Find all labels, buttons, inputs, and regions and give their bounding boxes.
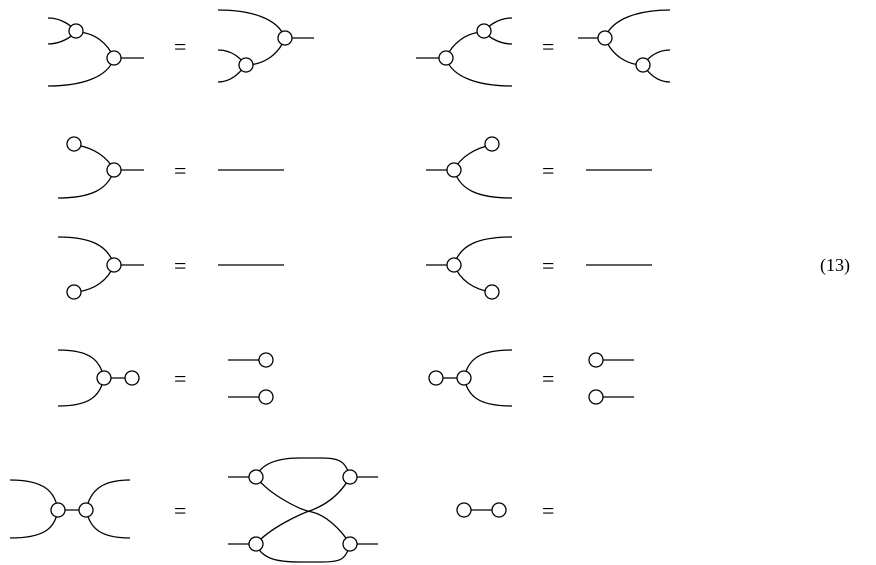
multiplication-then-counit bbox=[57, 349, 140, 407]
equals-sign: = bbox=[542, 366, 555, 391]
equals-sign: = bbox=[542, 498, 555, 523]
equals-sign: = bbox=[174, 366, 187, 391]
right-counit-diagram bbox=[426, 236, 513, 300]
equals-sign: = bbox=[542, 34, 555, 59]
equals-sign: = bbox=[542, 158, 555, 183]
unit-counit-connected bbox=[456, 502, 507, 518]
equals-sign: = bbox=[174, 253, 187, 278]
right-unit-diagram bbox=[57, 236, 144, 300]
multiplication-then-comultiplication bbox=[9, 479, 131, 539]
comultiplication-associativity-right bbox=[578, 9, 671, 83]
comultiplications-crossed-multiplications bbox=[228, 457, 378, 563]
equals-sign: = bbox=[174, 498, 187, 523]
unit-then-comultiplication bbox=[428, 349, 513, 407]
two-counits bbox=[228, 352, 274, 405]
comultiplication-associativity-left bbox=[416, 17, 513, 87]
equation-number: (13) bbox=[820, 255, 850, 275]
equals-sign: = bbox=[542, 253, 555, 278]
two-units bbox=[588, 352, 634, 405]
multiplication-associativity-left bbox=[47, 17, 144, 87]
left-counit-diagram bbox=[426, 136, 513, 199]
multiplication-associativity-right bbox=[217, 9, 314, 83]
equals-sign: = bbox=[174, 158, 187, 183]
equals-sign: = bbox=[174, 34, 187, 59]
left-unit-diagram bbox=[57, 136, 144, 199]
